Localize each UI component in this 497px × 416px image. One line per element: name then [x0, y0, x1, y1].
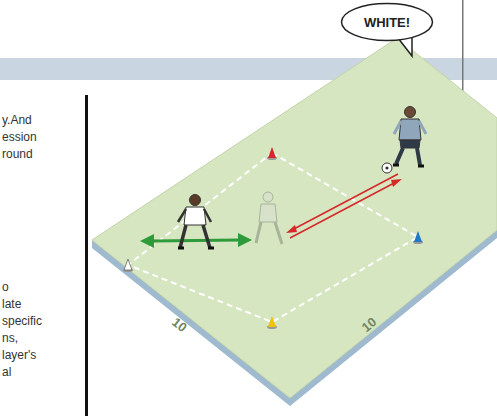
- pass-arrow: [286, 174, 402, 238]
- cone: [413, 231, 423, 244]
- speech-bubble: WHITE!: [340, 2, 434, 42]
- body-text: ns,: [2, 331, 18, 345]
- grid-square: [128, 153, 418, 322]
- speech-text: WHITE!: [364, 15, 410, 30]
- ghost-player: [256, 192, 282, 244]
- body-text: al: [2, 365, 11, 379]
- column-rule: [85, 95, 88, 416]
- white-player: [178, 195, 214, 249]
- cone: [267, 147, 277, 160]
- body-text: o: [2, 280, 9, 294]
- movement-arrow: [140, 233, 252, 248]
- cone: [267, 316, 277, 329]
- body-text: y.And: [2, 113, 32, 127]
- pitch: [92, 38, 497, 398]
- cone: [123, 259, 133, 272]
- body-text: round: [2, 147, 33, 161]
- ball: [382, 163, 392, 173]
- grey-player: [393, 107, 426, 167]
- body-text: ession: [2, 130, 37, 144]
- body-text: late: [2, 297, 21, 311]
- body-text: specific: [2, 314, 42, 328]
- body-text: layer's: [2, 348, 36, 362]
